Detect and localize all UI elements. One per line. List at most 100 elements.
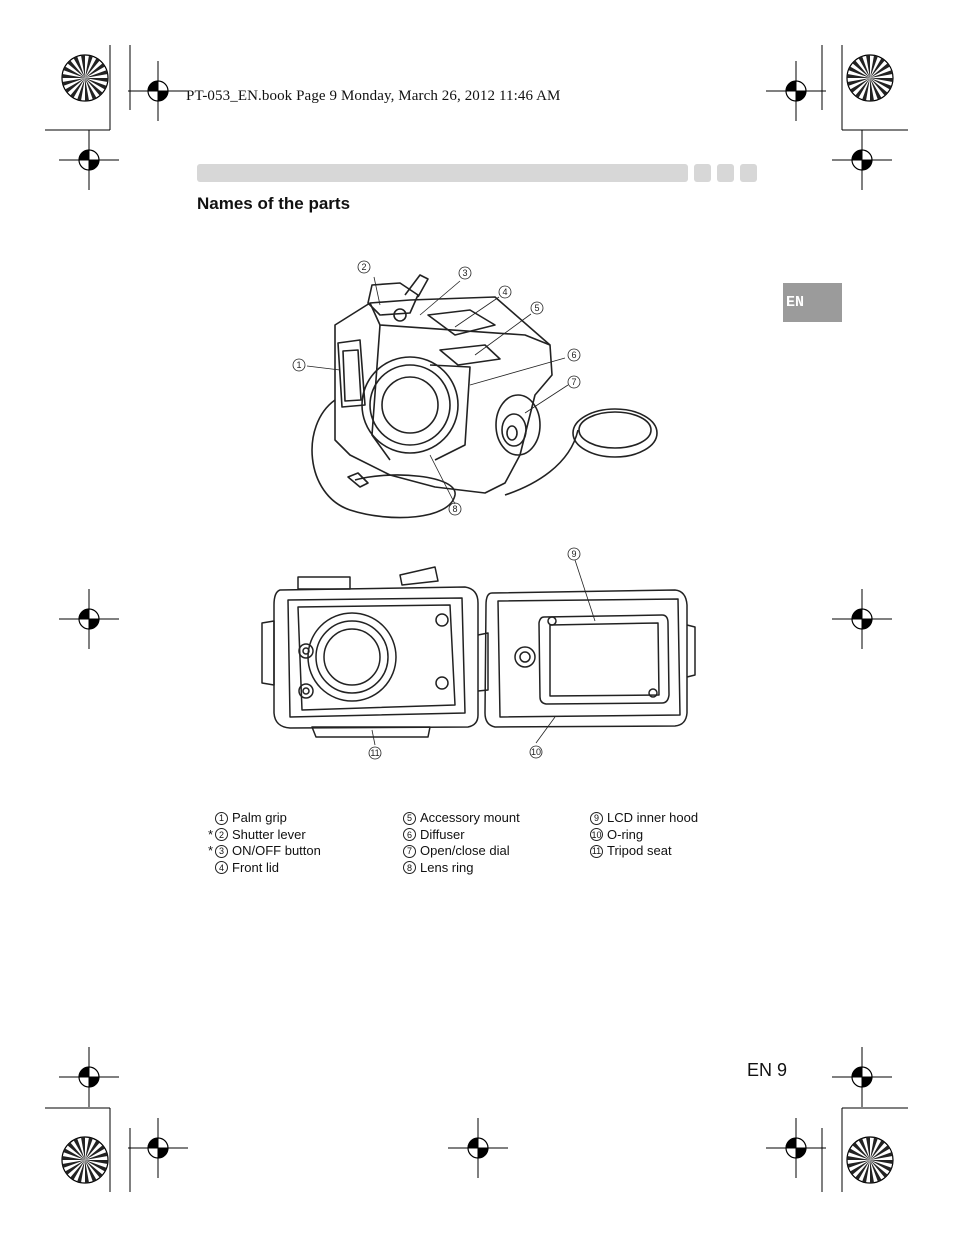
star-target-wedge — [870, 55, 878, 78]
star-target-wedge — [870, 1160, 882, 1182]
file-header: PT-053_EN.book Page 9 Monday, March 26, … — [186, 88, 561, 104]
star-target-wedge — [73, 56, 85, 78]
crosshair-quadrant — [89, 160, 99, 170]
star-target-wedge — [870, 63, 890, 78]
star-target-wedge — [858, 1138, 870, 1160]
star-target-wedge — [870, 1145, 890, 1160]
star-target-wedge — [866, 55, 870, 78]
star-target-wedge — [847, 1160, 870, 1168]
star-target-wedge — [70, 1160, 85, 1180]
star-target-wedge — [870, 70, 893, 78]
star-target-wedge — [870, 1152, 893, 1160]
star-target-wedge — [62, 1156, 85, 1160]
star-target-wedge — [85, 1152, 108, 1160]
crosshair-quadrant — [862, 160, 872, 170]
crosshair-quadrant — [158, 91, 168, 101]
crosshair-quadrant — [786, 81, 796, 91]
star-target-wedge — [848, 1148, 870, 1160]
star-target-wedge — [85, 78, 103, 96]
svg-text:6: 6 — [571, 350, 576, 360]
star-target-wedge — [870, 78, 882, 100]
star-target-wedge — [73, 1138, 85, 1160]
star-target-wedge — [85, 1160, 107, 1172]
star-target-wedge — [862, 78, 870, 101]
star-target-wedge — [847, 78, 870, 86]
star-target-wedge — [63, 1148, 85, 1160]
star-target-wedge — [85, 1137, 93, 1160]
star-target-wedge — [70, 78, 85, 98]
crosshair-quadrant — [89, 619, 99, 629]
star-target-wedge — [62, 78, 85, 86]
star-target-wedge — [870, 78, 892, 90]
star-target-wedge — [848, 66, 870, 78]
star-target-wedge — [85, 58, 100, 78]
star-target-wedge — [85, 55, 93, 78]
crosshair-quadrant — [852, 609, 862, 619]
svg-text:9: 9 — [571, 549, 576, 559]
star-target-wedge — [85, 1140, 100, 1160]
star-target-wedge — [62, 74, 85, 78]
svg-text:8: 8 — [452, 504, 457, 514]
star-target-wedge — [855, 1160, 870, 1180]
star-target-wedge — [870, 1160, 893, 1164]
star-target-wedge — [85, 1160, 103, 1178]
svg-text:2: 2 — [361, 262, 366, 272]
crosshair-quadrant — [148, 81, 158, 91]
language-tab-label: EN — [786, 294, 805, 311]
section-title: Names of the parts — [197, 194, 351, 213]
star-target-wedge — [855, 78, 870, 98]
star-target-wedge — [870, 78, 888, 96]
crosshair-quadrant — [852, 150, 862, 160]
section-bar-block — [717, 164, 734, 182]
star-target-wedge — [77, 1160, 85, 1183]
star-target-wedge — [847, 74, 870, 78]
star-target-wedge — [850, 78, 870, 93]
crosshair-quadrant — [148, 1138, 158, 1148]
crosshair-quadrant — [796, 91, 806, 101]
crosshair-quadrant — [79, 1067, 89, 1077]
crosshair-quadrant — [862, 619, 872, 629]
star-target-wedge — [862, 1160, 870, 1183]
star-target-wedge — [65, 78, 85, 93]
star-target-wedge — [85, 78, 97, 100]
crosshair-quadrant — [79, 609, 89, 619]
svg-text:10: 10 — [531, 747, 541, 757]
star-target-wedge — [85, 78, 108, 82]
language-tab: EN — [783, 283, 842, 322]
crosshair-quadrant — [852, 1067, 862, 1077]
housing-front-illustration: 2 3 4 5 6 7 8 1 — [292, 260, 658, 519]
star-target-wedge — [85, 78, 107, 90]
star-target-wedge — [85, 1145, 105, 1160]
star-target-wedge — [85, 1160, 97, 1182]
section-bar-block — [694, 164, 711, 182]
star-target-wedge — [85, 70, 108, 78]
star-target-wedge — [85, 63, 105, 78]
svg-text:3: 3 — [462, 268, 467, 278]
section-bar — [197, 164, 688, 182]
star-target-wedge — [870, 1160, 874, 1183]
star-target-wedge — [870, 78, 893, 82]
svg-text:11: 11 — [370, 748, 379, 758]
crosshair-quadrant — [786, 1138, 796, 1148]
star-target-wedge — [85, 78, 89, 101]
crosshair-quadrant — [478, 1148, 488, 1158]
crosshair-quadrant — [158, 1148, 168, 1158]
star-target-wedge — [85, 1160, 89, 1183]
housing-open-illustration: 9 10 11 — [261, 547, 696, 760]
star-target-wedge — [870, 58, 885, 78]
star-target-wedge — [65, 1160, 85, 1175]
page-number: EN 9 — [747, 1060, 788, 1080]
